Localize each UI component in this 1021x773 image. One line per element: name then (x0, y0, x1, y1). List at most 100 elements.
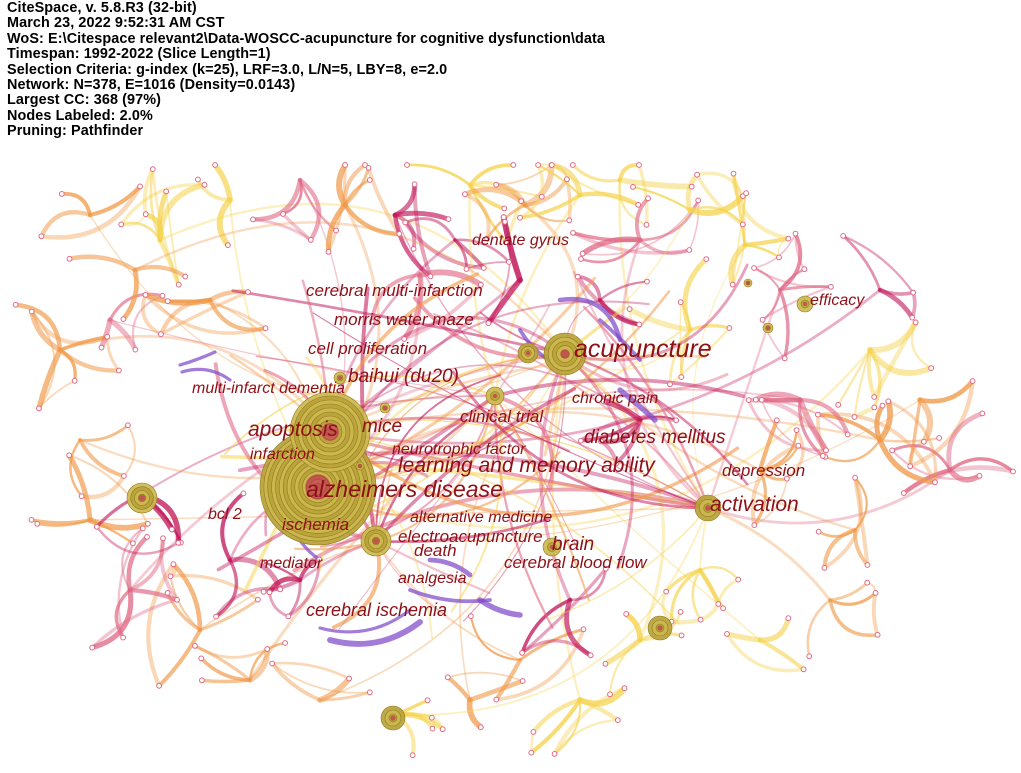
keyword-depression[interactable]: depression (722, 461, 805, 480)
co-occurrence-link (752, 468, 767, 527)
minor-keyword-node (600, 398, 607, 405)
keyword-activation[interactable]: activation (710, 493, 799, 516)
keyword-bcl-2[interactable]: bcl 2 (208, 506, 242, 523)
co-occurrence-link (523, 203, 580, 356)
node-cluster-top-right[interactable] (743, 278, 753, 288)
minor-keyword-node (130, 540, 136, 547)
keyword-clinical-trial[interactable]: clinical trial (460, 407, 544, 426)
minor-keyword-node (815, 411, 821, 418)
keyword-morris-water-maze[interactable]: morris water maze (334, 310, 474, 329)
keyword-mediator[interactable]: mediator (260, 555, 323, 572)
co-occurrence-link (329, 431, 680, 625)
co-occurrence-link (698, 601, 721, 622)
keyword-analgesia[interactable]: analgesia (398, 570, 467, 587)
keyword-mice[interactable]: mice (362, 416, 402, 437)
node-activation[interactable] (694, 494, 722, 522)
co-occurrence-link (563, 352, 749, 486)
co-occurrence-link (568, 567, 608, 602)
co-occurrence-link (159, 536, 179, 602)
keyword-cell-proliferation[interactable]: cell proliferation (308, 339, 427, 358)
minor-keyword-node (678, 374, 685, 381)
recent-link (327, 619, 423, 647)
keyword-infarction[interactable]: infarction (250, 446, 315, 463)
minor-keyword-node (325, 248, 332, 255)
keyword-diabetes-mellitus[interactable]: diabetes mellitus (584, 427, 726, 448)
minor-keyword-node (428, 714, 435, 721)
minor-keyword-node (160, 535, 166, 542)
co-occurrence-link (338, 353, 566, 630)
co-occurrence-link (198, 598, 260, 632)
node-electroacupuncture[interactable] (360, 525, 392, 557)
co-occurrence-link (270, 661, 322, 702)
co-occurrence-link (631, 185, 692, 212)
co-occurrence-link (493, 193, 582, 398)
minor-keyword-node (58, 191, 65, 197)
co-occurrence-link (878, 436, 941, 443)
minor-keyword-node (477, 281, 484, 288)
minor-keyword-node (260, 588, 267, 595)
co-occurrence-link (753, 477, 788, 526)
keyword-learning-and-memory-ability[interactable]: learning and memory ability (398, 454, 656, 477)
minor-keyword-node (784, 475, 790, 482)
keyword-cerebral-multi-infarction[interactable]: cerebral multi-infarction (306, 281, 483, 300)
co-occurrence-link (731, 171, 791, 241)
node-cluster-right[interactable] (762, 322, 774, 334)
keyword-acupuncture[interactable]: acupuncture (574, 335, 712, 363)
co-occurrence-link (797, 397, 829, 454)
co-occurrence-link (157, 627, 203, 688)
co-occurrence-link (446, 671, 524, 682)
keyword-cerebral-ischemia[interactable]: cerebral ischemia (306, 600, 447, 620)
keyword-multi-infarct-dementia[interactable]: multi-infarct dementia (192, 380, 345, 397)
node-cluster-lower[interactable] (380, 705, 406, 731)
keyword-neurotrophic-factor[interactable]: neurotrophic factor (392, 441, 526, 458)
keyword-electroacupuncture[interactable]: electroacupuncture (398, 527, 543, 546)
keyword-chronic-pain[interactable]: chronic pain (572, 390, 658, 407)
co-occurrence-link (579, 236, 643, 257)
co-occurrence-link (817, 528, 857, 538)
keyword-apoptosis[interactable]: apoptosis (248, 418, 338, 441)
minor-keyword-node (976, 473, 983, 479)
node-baihui[interactable] (379, 402, 391, 414)
node-neurotrophic[interactable] (355, 461, 365, 471)
keyword-alternative-medicine[interactable]: alternative medicine (410, 509, 552, 526)
keyword-alzheimers-disease[interactable]: alzheimers disease (306, 476, 503, 502)
minor-keyword-node (366, 177, 373, 183)
co-occurrence-link (564, 597, 594, 658)
keyword-dentate-gyrus[interactable]: dentate gyrus (472, 232, 569, 249)
keyword-ischemia[interactable]: ischemia (282, 515, 349, 534)
co-occurrence-link (193, 644, 269, 659)
co-occurrence-link (78, 423, 130, 442)
keyword-cerebral-blood-flow[interactable]: cerebral blood flow (504, 553, 648, 572)
node-cluster-left[interactable] (126, 482, 158, 514)
info-selection-criteria: Selection Criteria: g-index (k=25), LRF=… (7, 61, 448, 78)
keyword-baihui-du20[interactable]: baihui (du20) (348, 366, 459, 387)
minor-keyword-node (175, 540, 182, 546)
node-cell-cluster[interactable] (517, 342, 539, 364)
co-occurrence-link (87, 184, 143, 218)
node-clinical-trial[interactable] (485, 386, 505, 406)
co-occurrence-link (316, 410, 762, 489)
keyword-brain[interactable]: brain (552, 534, 594, 555)
node-acupuncture[interactable] (543, 332, 587, 376)
co-occurrence-link (403, 217, 457, 242)
node-apoptosis-mice[interactable] (289, 391, 371, 473)
co-occurrence-link (539, 352, 572, 602)
keyword-death[interactable]: death (414, 541, 457, 560)
minor-keyword-node (800, 666, 807, 673)
co-occurrence-link (853, 528, 870, 567)
minor-keyword-node (28, 308, 35, 315)
node-efficacy[interactable] (796, 295, 814, 313)
minor-keyword-node (192, 643, 198, 649)
keyword-labels: dentate gyrus efficacy cerebral multi-in… (192, 232, 865, 620)
co-occurrence-link (806, 598, 832, 658)
minor-keyword-node (12, 301, 19, 308)
node-brain[interactable] (542, 537, 562, 557)
minor-keyword-node (132, 346, 139, 353)
co-occurrence-link (78, 438, 126, 479)
minor-keyword-node (500, 214, 507, 221)
keyword-efficacy[interactable]: efficacy (810, 292, 865, 309)
co-occurrence-link (453, 238, 511, 264)
node-cluster-bottom[interactable] (647, 615, 673, 641)
node-multi-infarct[interactable] (333, 371, 347, 385)
